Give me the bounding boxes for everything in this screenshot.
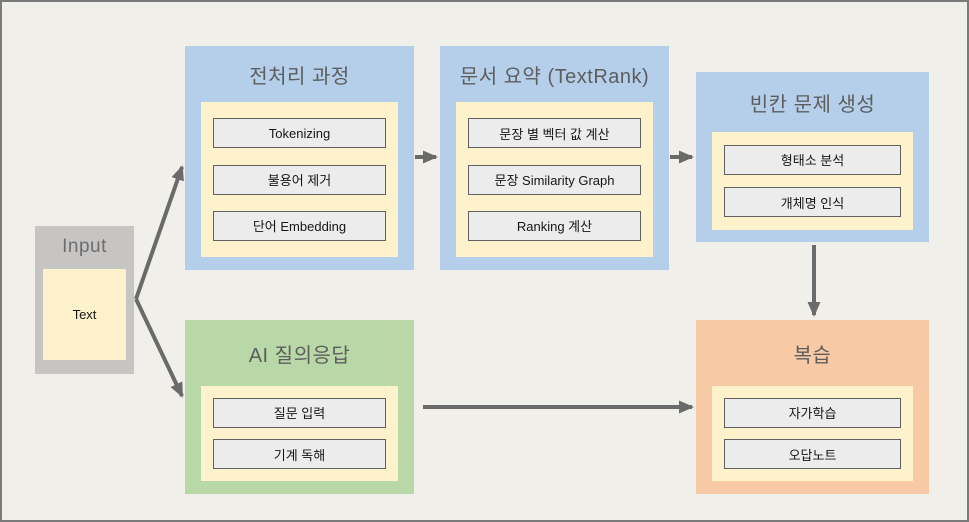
step-item: 오답노트 (724, 439, 901, 470)
step-item: 문장 별 벡터 값 계산 (468, 118, 641, 149)
node-title: 문서 요약 (TextRank) (459, 65, 650, 88)
node-title: 빈칸 문제 생성 (749, 93, 876, 116)
step-item: 단어 Embedding (213, 210, 386, 241)
arrow-input-to-preprocessing (134, 165, 184, 300)
steps-panel: Tokenizing 불용어 제거 단어 Embedding (201, 102, 398, 257)
input-text-label: Text (72, 307, 97, 322)
steps-panel: 질문 입력 기계 독해 (201, 386, 398, 481)
step-item: 기계 독해 (213, 439, 386, 470)
step-item: 질문 입력 (213, 397, 386, 428)
step-item: Ranking 계산 (468, 210, 641, 241)
arrow-input-to-ai-qa (134, 298, 184, 398)
node-preprocessing: 전처리 과정 Tokenizing 불용어 제거 단어 Embedding (185, 46, 414, 270)
steps-panel: 문장 별 벡터 값 계산 문장 Similarity Graph Ranking… (456, 102, 653, 257)
step-item: 형태소 분석 (724, 144, 901, 175)
node-ai-qa: AI 질의응답 질문 입력 기계 독해 (185, 320, 414, 494)
node-title: 복습 (793, 344, 832, 367)
node-title: 전처리 과정 (249, 65, 350, 88)
steps-panel: 자가학습 오답노트 (712, 386, 913, 481)
step-item: 자가학습 (724, 397, 901, 428)
step-item: 불용어 제거 (213, 164, 386, 195)
step-item: Tokenizing (213, 118, 386, 149)
node-summary: 문서 요약 (TextRank) 문장 별 벡터 값 계산 문장 Similar… (440, 46, 669, 270)
input-panel: Text (43, 269, 126, 360)
node-title: AI 질의응답 (248, 344, 351, 367)
step-item: 문장 Similarity Graph (468, 164, 641, 195)
node-review: 복습 자가학습 오답노트 (696, 320, 929, 494)
node-input: Input Text (35, 226, 134, 374)
steps-panel: 형태소 분석 개체명 인식 (712, 132, 913, 230)
step-item: 개체명 인식 (724, 187, 901, 218)
node-blank-question: 빈칸 문제 생성 형태소 분석 개체명 인식 (696, 72, 929, 242)
node-title: Input (62, 236, 107, 257)
